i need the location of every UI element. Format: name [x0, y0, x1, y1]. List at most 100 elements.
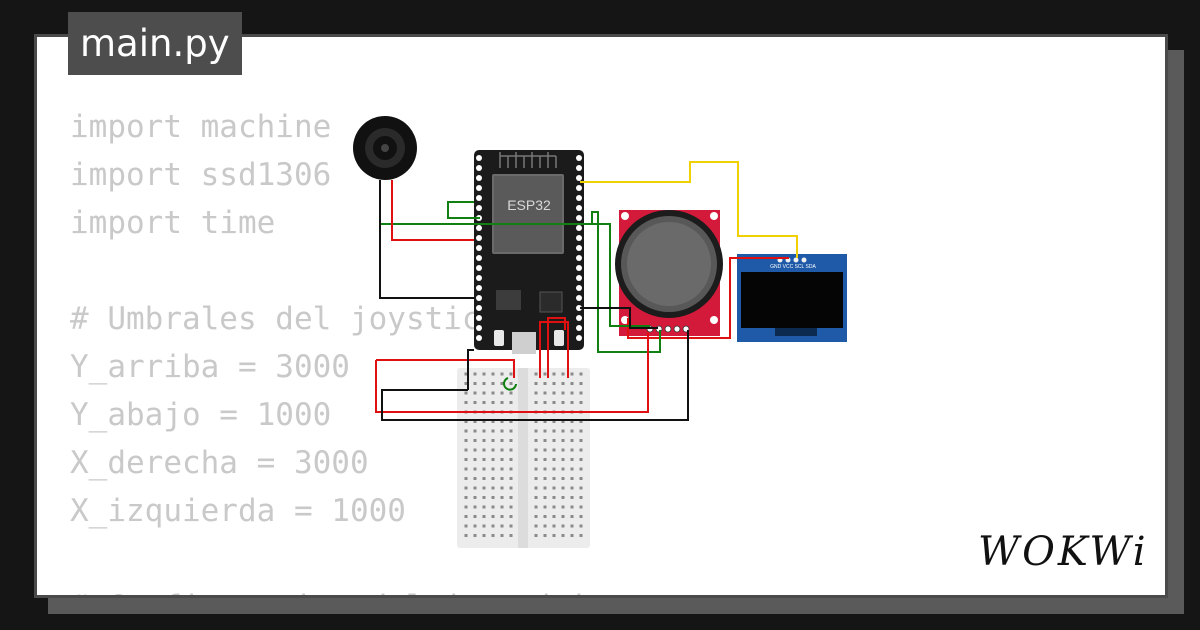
esp32-pin	[576, 205, 582, 211]
breadboard-hole	[579, 505, 583, 509]
breadboard-hole	[464, 401, 468, 404]
joystick-module[interactable]	[615, 210, 723, 336]
code-line: import machine	[70, 109, 332, 145]
esp32-pin	[476, 245, 482, 251]
breadboard-hole	[543, 496, 547, 499]
breadboard-hole	[491, 486, 495, 490]
breadboard-hole	[561, 391, 565, 395]
breadboard-hole	[482, 429, 486, 433]
breadboard-hole	[534, 534, 538, 537]
breadboard-hole	[500, 524, 504, 528]
esp32-pin	[476, 175, 482, 181]
file-tab-main-py[interactable]: main.py	[68, 12, 242, 75]
oled-display[interactable]: GND VCC SCL SDA	[737, 254, 847, 342]
breadboard-hole	[543, 534, 547, 537]
esp32-pin	[576, 325, 582, 331]
breadboard-hole	[473, 505, 477, 509]
breadboard-hole	[491, 401, 495, 404]
breadboard-hole	[464, 505, 468, 509]
breadboard-hole	[482, 534, 486, 537]
esp32-pin	[576, 285, 582, 291]
breadboard-hole	[491, 505, 495, 509]
breadboard-hole	[464, 382, 468, 385]
breadboard-hole	[579, 372, 583, 376]
breadboard-hole	[500, 391, 504, 395]
breadboard-hole	[534, 496, 538, 499]
breadboard-hole	[543, 515, 547, 518]
breadboard-hole	[543, 448, 547, 452]
breadboard-hole	[561, 505, 565, 509]
wire-green-bb	[503, 377, 517, 391]
breadboard-hole	[509, 477, 513, 480]
breadboard-hole	[473, 458, 477, 461]
breadboard-hole	[561, 372, 565, 376]
breadboard-hole	[570, 391, 574, 395]
breadboard-hole	[482, 439, 486, 442]
breadboard-hole	[500, 505, 504, 509]
buzzer[interactable]	[353, 116, 417, 180]
breadboard-hole	[552, 458, 556, 461]
breadboard-hole	[543, 391, 547, 395]
breadboard-hole	[464, 439, 468, 442]
breadboard-hole	[543, 467, 547, 471]
breadboard-hole	[561, 458, 565, 461]
breadboard-hole	[579, 524, 583, 528]
code-line: # Umbrales del joystick	[70, 301, 500, 337]
breadboard-hole	[552, 382, 556, 385]
breadboard-hole	[561, 401, 565, 404]
breadboard-hole	[464, 515, 468, 518]
esp32-pin	[476, 155, 482, 161]
breadboard-hole	[543, 524, 547, 528]
breadboard-hole	[552, 515, 556, 518]
esp32-board[interactable]: ESP32	[474, 150, 584, 354]
breadboard-hole	[464, 372, 468, 376]
breadboard-hole	[570, 448, 574, 452]
tab-label: main.py	[80, 22, 230, 65]
wire-green-buzzer	[447, 201, 480, 219]
wire-yellow-scl	[580, 161, 798, 258]
esp32-pin	[576, 185, 582, 191]
breadboard-hole	[561, 534, 565, 537]
breadboard-hole	[552, 496, 556, 499]
esp32-label: ESP32	[507, 197, 551, 213]
esp32-pin	[576, 275, 582, 281]
breadboard-hole	[509, 391, 513, 395]
wire-red-bb-2	[375, 332, 649, 413]
breadboard-hole	[500, 486, 504, 490]
breadboard-hole	[534, 401, 538, 404]
breadboard-hole	[500, 429, 504, 433]
breadboard-hole	[570, 505, 574, 509]
wokwi-logo: WOKWi	[978, 529, 1149, 575]
breadboard-hole	[473, 467, 477, 471]
esp32-pin	[476, 295, 482, 301]
breadboard-hole	[570, 429, 574, 433]
breadboard-hole	[482, 458, 486, 461]
breadboard-hole	[579, 448, 583, 452]
esp32-pin	[576, 155, 582, 161]
esp32-pin	[476, 255, 482, 261]
breadboard-hole	[534, 477, 538, 480]
breadboard-hole	[500, 439, 504, 442]
breadboard-hole	[482, 382, 486, 385]
breadboard-hole	[491, 439, 495, 442]
breadboard-hole	[552, 439, 556, 442]
breadboard-hole	[579, 401, 583, 404]
breadboard-hole	[500, 496, 504, 499]
breadboard-hole	[473, 486, 477, 490]
breadboard-hole	[491, 515, 495, 518]
breadboard-hole	[552, 391, 556, 395]
code-line: import time	[70, 205, 276, 241]
esp32-pin	[476, 165, 482, 171]
breadboard-hole	[482, 524, 486, 528]
breadboard-hole	[473, 439, 477, 442]
breadboard[interactable]	[457, 368, 590, 548]
breadboard-hole	[482, 515, 486, 518]
breadboard-hole	[552, 524, 556, 528]
breadboard-hole	[534, 448, 538, 452]
breadboard-hole	[464, 534, 468, 537]
breadboard-hole	[473, 429, 477, 433]
breadboard-hole	[509, 372, 513, 376]
breadboard-hole	[561, 515, 565, 518]
breadboard-hole	[543, 382, 547, 385]
